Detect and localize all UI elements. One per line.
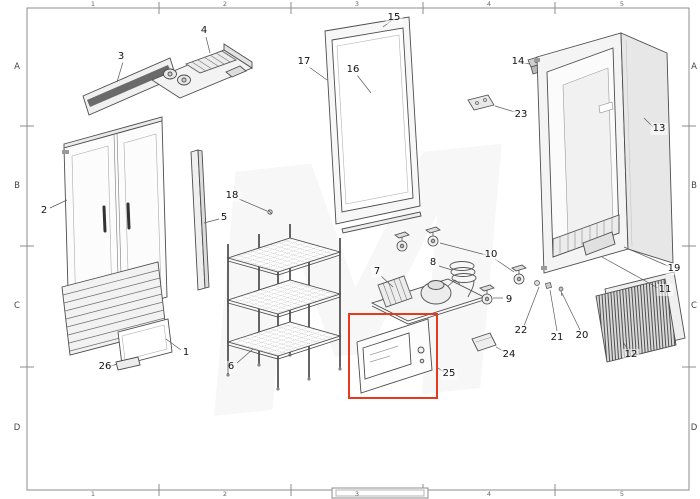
zone-col-5-top: 5 xyxy=(619,0,625,8)
part-callout-7[interactable]: 7 xyxy=(371,266,383,278)
part-callout-5[interactable]: 5 xyxy=(218,212,230,224)
zone-col-4-bottom: 4 xyxy=(486,490,492,498)
part-callout-11[interactable]: 11 xyxy=(656,284,674,296)
zone-row-d-left: D xyxy=(13,423,21,433)
part-callout-14[interactable]: 14 xyxy=(509,56,527,68)
part-callout-4[interactable]: 4 xyxy=(198,25,210,37)
zone-row-b-right: B xyxy=(691,181,697,191)
part-24-component-art xyxy=(471,332,497,352)
part-callout-24[interactable]: 24 xyxy=(500,349,518,361)
zone-col-5-bottom: 5 xyxy=(619,490,625,498)
part-callout-19[interactable]: 19 xyxy=(665,263,683,275)
zone-row-a-right: A xyxy=(691,62,697,72)
part-9-10-casters-art xyxy=(394,226,527,305)
part-callout-12[interactable]: 12 xyxy=(622,349,640,361)
part-callout-1[interactable]: 1 xyxy=(180,347,192,359)
part-callout-16[interactable]: 16 xyxy=(344,64,362,76)
zone-col-2-top: 2 xyxy=(222,0,228,8)
part-25-highlight-box xyxy=(348,313,438,399)
part-callout-8[interactable]: 8 xyxy=(427,257,439,269)
part-callout-26[interactable]: 26 xyxy=(96,361,114,373)
zone-row-c-left: C xyxy=(14,301,20,311)
part-1-louver-grille-art xyxy=(61,261,173,366)
part-callout-23[interactable]: 23 xyxy=(512,109,530,121)
part-18-screw-art xyxy=(267,209,273,215)
part-callout-17[interactable]: 17 xyxy=(295,56,313,68)
part-callout-15[interactable]: 15 xyxy=(385,12,403,24)
part-23-bracket-art xyxy=(467,94,495,111)
part-callout-22[interactable]: 22 xyxy=(512,325,530,337)
part-callout-21[interactable]: 21 xyxy=(548,332,566,344)
part-callout-3[interactable]: 3 xyxy=(115,51,127,63)
part-callout-25[interactable]: 25 xyxy=(440,368,458,380)
part-callout-9[interactable]: 9 xyxy=(503,294,515,306)
leader-lines xyxy=(49,20,669,373)
zone-col-4-top: 4 xyxy=(486,0,492,8)
zone-col-2-bottom: 2 xyxy=(222,490,228,498)
zone-col-1-top: 1 xyxy=(90,0,96,8)
part-8-coil-tubing-art xyxy=(449,261,477,298)
part-7-condensing-unit-art xyxy=(370,275,486,325)
zone-col-3-bottom: 3 xyxy=(354,490,360,498)
part-callout-13[interactable]: 13 xyxy=(650,123,668,135)
zone-col-1-bottom: 1 xyxy=(90,490,96,498)
part-11-cabinet-art xyxy=(534,32,674,274)
zone-row-c-right: C xyxy=(691,301,697,311)
zone-col-3-top: 3 xyxy=(354,0,360,8)
part-callout-20[interactable]: 20 xyxy=(573,330,591,342)
sheet-frame xyxy=(20,2,696,499)
part-20-21-22-fasteners-art xyxy=(534,280,564,297)
part-4-coil-assembly-art xyxy=(151,43,253,99)
part-callout-6[interactable]: 6 xyxy=(225,361,237,373)
zone-row-a-left: A xyxy=(14,62,20,72)
part-6-shelving-art xyxy=(226,224,342,391)
part-15-door-frame-art xyxy=(324,16,422,234)
part-25-control-panel-art xyxy=(356,318,433,394)
zone-row-d-right: D xyxy=(690,423,698,433)
part-callout-18[interactable]: 18 xyxy=(223,190,241,202)
part-callout-2[interactable]: 2 xyxy=(38,205,50,217)
part-26-bracket-art xyxy=(115,356,141,371)
zone-row-b-left: B xyxy=(14,181,20,191)
part-callout-10[interactable]: 10 xyxy=(482,249,500,261)
part-5-mullion-art xyxy=(190,149,210,291)
